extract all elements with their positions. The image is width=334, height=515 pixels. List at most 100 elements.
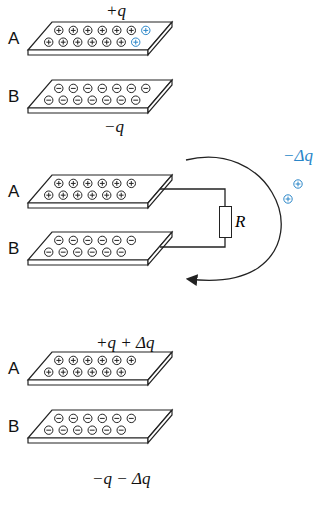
charge-symbol — [88, 426, 96, 434]
charge-symbol — [142, 26, 150, 34]
capacitor-plate — [28, 175, 172, 208]
charge-symbol — [55, 356, 63, 364]
capacitor-plate — [28, 410, 172, 443]
charge-symbol — [98, 26, 106, 34]
charge-symbol — [117, 368, 125, 376]
charge-symbol — [88, 191, 96, 199]
charge-label: +q + Δq — [96, 334, 154, 351]
charge-symbol — [74, 38, 82, 46]
charge-symbol — [69, 26, 77, 34]
charge-symbol — [69, 414, 77, 422]
charge-symbol — [103, 191, 111, 199]
charge-symbol — [69, 179, 77, 187]
charge-symbol — [55, 236, 63, 244]
capacitor-plate — [28, 22, 172, 55]
charge-symbol — [98, 179, 106, 187]
charge-symbol — [59, 38, 67, 46]
charge-symbol — [59, 96, 67, 104]
charge-symbol — [88, 38, 96, 46]
charge-symbol — [113, 356, 121, 364]
charge-symbol — [69, 84, 77, 92]
charge-symbol — [69, 356, 77, 364]
charge-label: −q − Δq — [92, 470, 150, 487]
capacitor-plate — [28, 232, 172, 265]
charge-symbol — [84, 414, 92, 422]
charge-symbol — [45, 96, 53, 104]
charge-symbol — [117, 191, 125, 199]
charge-symbol — [55, 179, 63, 187]
charge-label: +q — [106, 2, 126, 19]
charge-symbol — [127, 179, 135, 187]
plate-name: A — [8, 183, 19, 200]
charge-symbol — [59, 191, 67, 199]
charge-symbol — [127, 26, 135, 34]
resistor-symbol: R — [219, 206, 232, 238]
charge-symbol — [113, 414, 121, 422]
charge-symbol — [127, 84, 135, 92]
charge-symbol — [74, 248, 82, 256]
charge-symbol — [98, 356, 106, 364]
wire — [160, 238, 225, 247]
charge-symbol — [113, 26, 121, 34]
charge-symbol — [88, 368, 96, 376]
charge-symbol — [127, 236, 135, 244]
charge-symbol — [132, 96, 140, 104]
charge-symbol — [84, 356, 92, 364]
charge-symbol — [98, 84, 106, 92]
charge-symbol — [127, 414, 135, 422]
charge-symbol — [59, 368, 67, 376]
charge-symbol — [45, 426, 53, 434]
charge-symbol — [55, 84, 63, 92]
plate-name: A — [8, 360, 19, 377]
charge-symbol — [103, 96, 111, 104]
plate-name: A — [8, 30, 19, 47]
charge-symbol — [74, 426, 82, 434]
charge-symbol — [117, 248, 125, 256]
charge-symbol — [117, 426, 125, 434]
charge-symbol — [45, 248, 53, 256]
charge-symbol — [113, 179, 121, 187]
current-arrow — [186, 157, 281, 280]
charge-symbol — [117, 38, 125, 46]
charge-symbol — [142, 84, 150, 92]
charge-symbol — [117, 96, 125, 104]
charge-label: −Δq — [283, 147, 313, 164]
capacitor-plate — [28, 352, 172, 385]
charge-symbol — [284, 195, 292, 203]
charge-symbol — [103, 248, 111, 256]
charge-symbol — [113, 84, 121, 92]
charge-symbol — [45, 191, 53, 199]
plate-name: B — [8, 88, 19, 105]
charge-symbol — [69, 236, 77, 244]
charge-symbol — [84, 84, 92, 92]
charge-symbol — [103, 38, 111, 46]
charge-symbol — [84, 26, 92, 34]
plate-name: B — [8, 240, 19, 257]
charge-symbol — [132, 38, 140, 46]
charge-symbol — [127, 356, 135, 364]
charge-symbol — [84, 179, 92, 187]
charge-symbol — [45, 368, 53, 376]
charge-symbol — [98, 236, 106, 244]
charge-symbol — [74, 191, 82, 199]
resistor-label: R — [235, 212, 245, 232]
charge-symbol — [74, 368, 82, 376]
capacitor-plate — [28, 80, 172, 113]
charge-symbol — [103, 426, 111, 434]
charge-symbol — [98, 414, 106, 422]
plate-name: B — [8, 418, 19, 435]
charge-symbol — [113, 236, 121, 244]
charge-symbol — [294, 180, 302, 188]
charge-symbol — [84, 236, 92, 244]
charge-symbol — [88, 248, 96, 256]
charge-label: −q — [104, 118, 124, 135]
charge-symbol — [59, 248, 67, 256]
charge-symbol — [59, 426, 67, 434]
charge-symbol — [55, 26, 63, 34]
charge-symbol — [103, 368, 111, 376]
charge-symbol — [88, 96, 96, 104]
charge-symbol — [45, 38, 53, 46]
charge-symbol — [74, 96, 82, 104]
